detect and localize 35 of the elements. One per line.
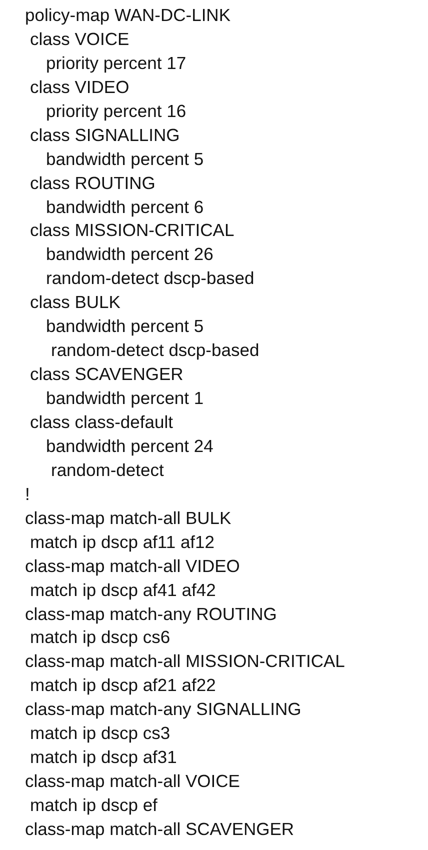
config-line: match ip dscp af41 af42 [30, 580, 216, 600]
config-line: bandwidth percent 6 [46, 196, 204, 217]
config-line: match ip dscp af11 af12 [30, 532, 215, 552]
config-line: bandwidth percent 26 [46, 244, 214, 264]
config-line: match ip dscp cs6 [30, 627, 170, 648]
config-line: class-map match-all VOICE [25, 771, 240, 792]
config-line: match ip dscp cs3 [30, 723, 170, 744]
config-line: class SCAVENGER [30, 364, 184, 384]
config-line: priority percent 17 [46, 52, 186, 73]
config-line: class SIGNALLING [30, 124, 180, 145]
config-line: class VOICE [30, 28, 130, 49]
config-line: bandwidth percent 5 [46, 316, 204, 336]
config-line: match ip dscp af31 [30, 747, 177, 768]
config-line: random-detect [51, 460, 164, 480]
config-line: class-map match-all MISSION-CRITICAL [25, 651, 345, 672]
config-line: priority percent 16 [46, 100, 186, 121]
config-line: random-detect dscp-based [51, 340, 260, 360]
config-line: class class-default [30, 412, 173, 432]
config-line: class-map match-any ROUTING [25, 604, 277, 624]
config-line: bandwidth percent 1 [46, 388, 204, 408]
config-line: class ROUTING [30, 172, 156, 193]
config-line: match ip dscp ef [30, 795, 158, 816]
config-line: policy-map WAN-DC-LINK [25, 5, 230, 25]
config-line: class BULK [30, 292, 120, 312]
config-line: class-map match-all BULK [25, 508, 232, 528]
config-line: class MISSION-CRITICAL [30, 220, 234, 240]
config-line: bandwidth percent 5 [46, 148, 204, 169]
config-line: match ip dscp af21 af22 [30, 675, 216, 696]
config-line: class VIDEO [30, 76, 130, 97]
config-line: class-map match-all VIDEO [25, 556, 240, 576]
config-line: random-detect dscp-based [46, 268, 254, 288]
config-line: bandwidth percent 24 [46, 436, 214, 456]
config-line: ! [25, 484, 30, 504]
config-line: class-map match-any SIGNALLING [25, 699, 302, 720]
config-line: class-map match-all SCAVENGER [25, 818, 294, 839]
